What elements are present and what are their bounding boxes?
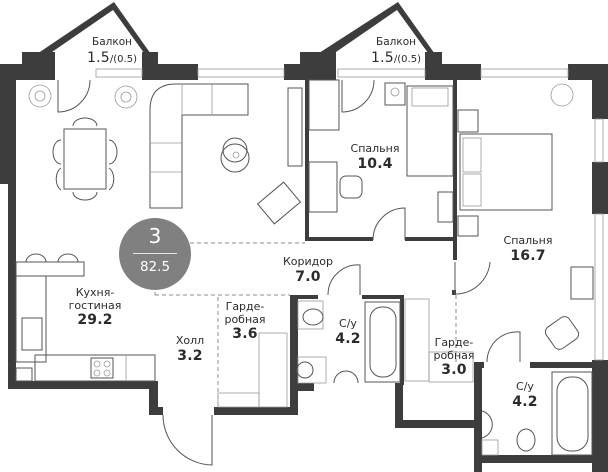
kitchen-living-label: Кухня- гостиная 29.2 [55, 286, 135, 329]
plant-mid [114, 85, 138, 109]
armchair [544, 316, 580, 350]
double-bed [459, 133, 553, 211]
room-area: 29.2 [77, 312, 113, 329]
wardrobe-2-label: Гарде- робная 3.0 [429, 336, 479, 379]
total-area: 82.5 [139, 259, 171, 275]
room-name-line1: Гарде- [225, 300, 265, 313]
exterior-walls [0, 64, 608, 472]
room-name: Коридор [283, 255, 333, 268]
wardrobe-2-rail [404, 298, 474, 383]
balcony-right-label: Балкон 1.5/(0.5) [356, 36, 436, 66]
room-area: 10.4 [357, 155, 393, 172]
nightstand [384, 82, 406, 106]
armchair [256, 181, 302, 225]
room-name: С/у [516, 380, 534, 393]
bedroom-large-label: Спальня 16.7 [488, 234, 568, 264]
bar-counter [15, 253, 85, 277]
badge-divider [133, 253, 177, 254]
hall-label: Холл 3.2 [165, 334, 215, 364]
room-area: 1.5 [87, 50, 110, 67]
bathroom-2-fixtures [481, 371, 593, 456]
desk [308, 161, 338, 213]
room-area: 3.0 [441, 362, 467, 379]
room-area: 3.2 [177, 347, 203, 364]
room-name-line2: робная [433, 348, 475, 362]
room-area-sub: /(0.5) [109, 54, 137, 66]
kitchen-counter [15, 275, 156, 382]
rooms-count: 3 [148, 224, 162, 248]
round-coffee-table [220, 143, 250, 173]
room-name: С/у [339, 317, 357, 330]
room-area: 4.2 [512, 393, 538, 410]
apartment-badge: 3 82.5 [119, 218, 191, 290]
bathroom-2-label: С/у 4.2 [505, 380, 545, 410]
wardrobe-rail [258, 332, 288, 408]
single-bed [406, 85, 454, 177]
room-area: 16.7 [510, 247, 546, 264]
shelf [437, 191, 454, 223]
room-name-line1: Кухня- [75, 286, 115, 299]
bedroom-small-label: Спальня 10.4 [340, 142, 410, 172]
wardrobe-small-bedroom [308, 79, 340, 131]
room-name-line2: робная [224, 312, 266, 326]
dining-table [52, 117, 118, 201]
corridor-label: Коридор 7.0 [268, 255, 348, 285]
corner-sofa [149, 83, 249, 209]
nightstand [457, 109, 479, 133]
room-area: 4.2 [335, 330, 361, 347]
windows [95, 68, 604, 361]
room-name-line2: гостиная [68, 298, 122, 312]
room-area: 3.6 [232, 326, 258, 343]
room-area: 1.5 [371, 50, 394, 67]
doors [57, 79, 521, 466]
plant-left [28, 84, 52, 108]
room-area: 7.0 [295, 268, 321, 285]
room-name: Спальня [350, 142, 400, 155]
vanity [570, 266, 594, 300]
plant-right [550, 83, 574, 107]
bathroom-1-label: С/у 4.2 [328, 317, 368, 347]
room-area-sub: /(0.5) [393, 54, 421, 66]
bathroom-1-fixtures [296, 300, 401, 384]
room-name: Спальня [503, 234, 553, 247]
interior-walls [290, 80, 600, 385]
nightstand [457, 215, 479, 237]
balcony-left-label: Балкон 1.5/(0.5) [72, 36, 152, 66]
room-name: Балкон [376, 36, 416, 48]
room-name: Холл [175, 334, 205, 347]
tv-stand [287, 87, 303, 167]
wardrobe-1-label: Гарде- робная 3.6 [220, 300, 270, 343]
room-name-line1: Гарде- [434, 336, 474, 349]
room-name: Балкон [92, 36, 132, 48]
desk-chair [339, 175, 363, 199]
